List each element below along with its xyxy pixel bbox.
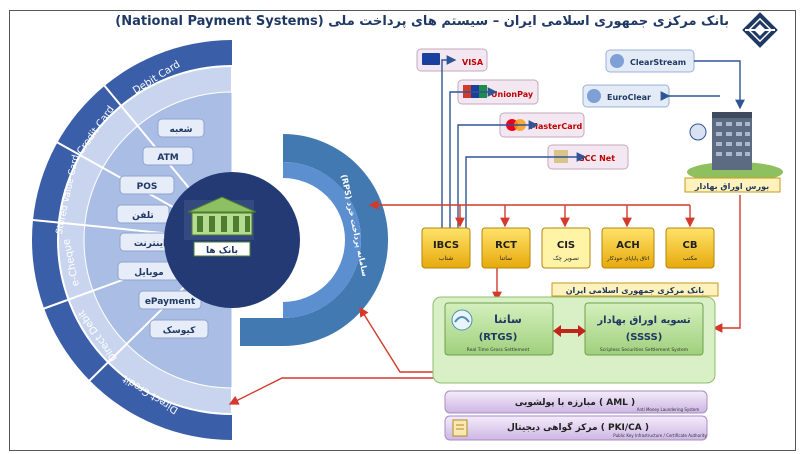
system-ach <box>601 227 655 269</box>
channel-pos: POS <box>137 182 158 192</box>
unionpay-label: UnionPay <box>491 90 534 99</box>
ssss-subtitle: (SSSS) <box>626 332 663 343</box>
gcc-label: GCC Net <box>578 154 615 163</box>
aml-caption: Anti Money Laundering System <box>637 407 700 412</box>
pki-caption: Public Key Infrastructure / Certificate … <box>613 433 707 438</box>
mastercard-label: MasterCard <box>530 122 583 131</box>
channel-kiosk: کیوسک <box>163 326 196 336</box>
satna-box <box>444 302 554 356</box>
channel-mobile: موبایل <box>134 268 163 278</box>
card-network-mastercard <box>499 112 585 138</box>
stock-exchange-label: بورس اوراق بهادار <box>694 182 769 192</box>
euroclear-label: EuroClear <box>607 93 651 102</box>
banks-label: بانک ها <box>206 246 238 256</box>
rct-sub: ساتنا <box>500 255 512 262</box>
ibcs-sub: شتاب <box>439 255 453 262</box>
ach-sub: اتاق پایاپای خودکار <box>606 255 650 262</box>
system-ibcs <box>421 227 471 269</box>
cbi-logo-icon <box>742 12 778 48</box>
cbi-strip <box>551 282 719 297</box>
pki-label: مرکز گواهی دیجیتال ( PKI/CA ) <box>507 421 649 433</box>
clearstream-label: ClearStream <box>630 58 686 67</box>
cis-sub: تصویر چک <box>553 255 579 262</box>
channel-phone: تلفن <box>132 211 154 221</box>
diagram-title: بانک مرکزی جمهوری اسلامی ایران – سیستم ه… <box>115 14 729 29</box>
banks-hub <box>164 172 300 308</box>
satna-subtitle: (RTGS) <box>479 332 518 343</box>
bank-building-icon <box>187 196 257 236</box>
satna-title: ساتنا <box>494 313 522 326</box>
cbi-strip-label: بانک مرکزی جمهوری اسلامی ایران <box>566 286 705 295</box>
ssss-title: تسویه اوراق بهادار <box>596 315 690 326</box>
ach-code: ACH <box>616 240 639 251</box>
connector-arrows <box>228 55 745 405</box>
depository-clearstream <box>605 49 695 73</box>
system-cb <box>665 227 715 269</box>
satna-ssss-link <box>553 325 586 337</box>
pki-box <box>444 415 708 441</box>
satna-logo-icon <box>451 309 473 331</box>
channel-internet: اینترنت <box>134 239 166 249</box>
channel-branch: شعبه <box>169 125 192 135</box>
aml-label: مبارزه با پولشویی ( AML ) <box>515 398 635 408</box>
channel-atm: ATM <box>157 153 178 163</box>
aml-box <box>444 390 708 414</box>
system-cis <box>541 227 591 269</box>
visa-label: VISA <box>462 58 484 67</box>
cis-code: CIS <box>557 240 575 251</box>
channel-epayment: ePayment <box>145 297 196 307</box>
ssss-caption: Scripless Securities Settlement System <box>600 347 688 353</box>
card-network-gcc <box>547 144 629 170</box>
retail-payment-ring <box>240 133 389 346</box>
certificate-icon <box>452 419 468 437</box>
cb-code: CB <box>683 240 698 251</box>
cb-sub: مکتب <box>683 255 697 262</box>
ibcs-code: IBCS <box>433 240 459 251</box>
ssss-box <box>584 302 704 356</box>
rct-code: RCT <box>495 240 517 251</box>
system-rct <box>481 227 531 269</box>
stock-exchange-building-icon <box>684 112 783 193</box>
satna-caption: Real Time Gross Settlement <box>467 347 530 353</box>
